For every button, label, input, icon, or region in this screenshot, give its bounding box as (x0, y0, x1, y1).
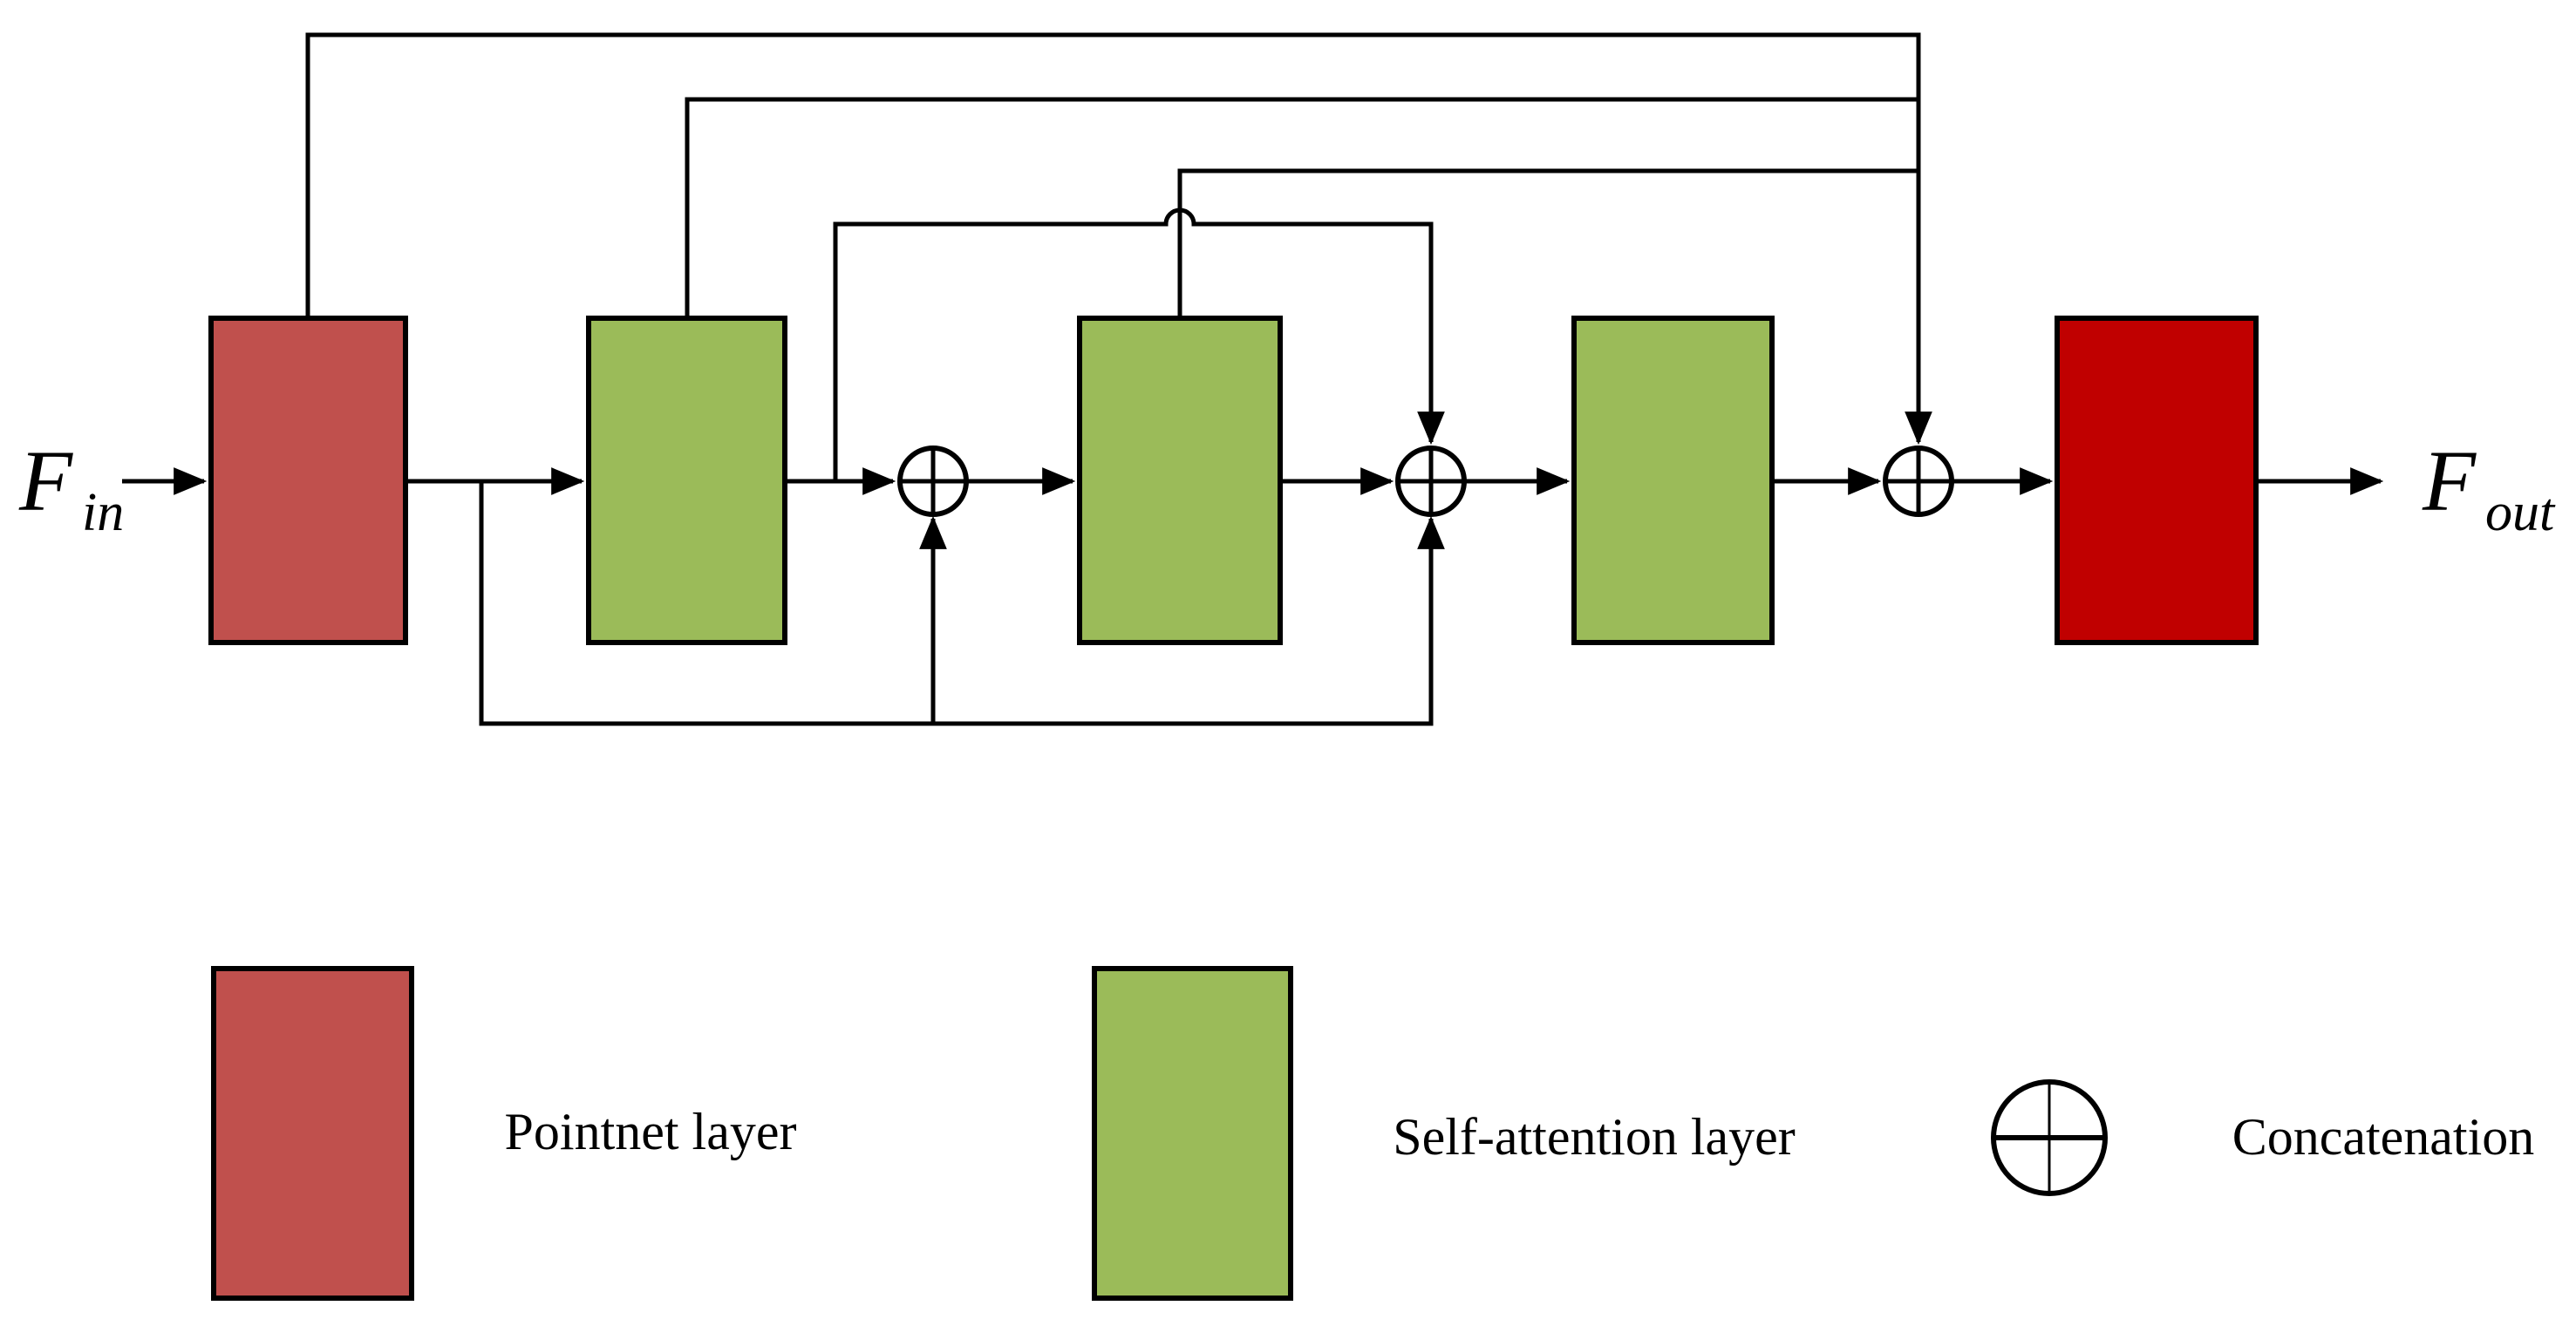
input-label-base: F (18, 432, 73, 529)
output-label-base: F (2422, 432, 2477, 529)
concat-node-2 (1395, 445, 1467, 517)
legend-pointnet-label: Pointnet layer (505, 1103, 797, 1160)
io-labels: F in F out (18, 432, 2556, 542)
concat-node-3 (1883, 445, 1954, 517)
skip-line-sa1out-to-concat2 (833, 207, 1445, 481)
concat-nodes (897, 445, 1954, 517)
legend: Pointnet layer Self-attention layer Conc… (211, 966, 2535, 1301)
skip-line-sa2-to-concat3 (1177, 168, 1918, 318)
skip-connections-bottom (479, 481, 1445, 726)
self-attention-block-2 (1077, 316, 1283, 645)
skip-line-pointnetout-to-concat2 (479, 481, 1445, 726)
legend-self-attention-label: Self-attention layer (1393, 1108, 1796, 1166)
concat-node-1 (897, 445, 969, 517)
legend-concatenation-label: Concatenation (2232, 1108, 2535, 1166)
skip-connections-top (305, 32, 1932, 481)
self-attention-block-1 (586, 316, 787, 645)
output-label-subscript: out (2485, 483, 2556, 542)
layer-blocks (208, 316, 2259, 645)
input-label-subscript: in (82, 483, 124, 542)
output-block (2055, 316, 2259, 645)
skip-line-sa1-to-concat3 (685, 97, 1918, 318)
self-attention-block-3 (1571, 316, 1775, 645)
pointnet-block (208, 316, 408, 645)
legend-concatenation-icon (1991, 1079, 2108, 1196)
skip-line-pointnet-to-concat3 (305, 32, 1932, 445)
legend-self-attention-swatch (1092, 966, 1293, 1301)
legend-pointnet-swatch (211, 966, 414, 1301)
